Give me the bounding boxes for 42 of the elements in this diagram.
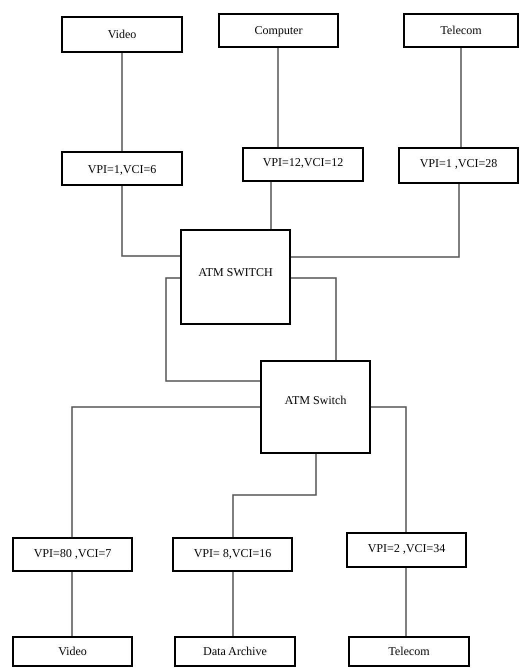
connector-line — [460, 48, 462, 147]
node-label: VPI=80 ,VCI=7 — [32, 546, 112, 561]
node-box — [348, 636, 470, 667]
node-label: Computer — [254, 23, 304, 38]
node-label: VPI= 8,VCI=16 — [192, 546, 272, 561]
node-box — [260, 360, 371, 454]
node-box — [61, 16, 183, 53]
node-box — [403, 13, 519, 48]
connector-line — [291, 277, 337, 360]
node-label: Video — [57, 644, 88, 659]
node-box — [242, 147, 364, 182]
node-label: ATM Switch — [284, 393, 348, 408]
connector-line — [291, 184, 460, 258]
connector-line — [121, 186, 180, 257]
node-box — [346, 532, 467, 568]
node-box — [218, 13, 339, 48]
node-box — [180, 229, 291, 325]
node-box — [12, 636, 133, 667]
connector-line — [165, 277, 260, 382]
node-label: Video — [106, 27, 138, 42]
node-label: Telecom — [439, 23, 483, 38]
node-label: ATM SWITCH — [197, 265, 274, 280]
node-label: VPI=1,VCI=6 — [86, 162, 158, 177]
node-box — [172, 537, 293, 572]
connector-line — [270, 182, 272, 229]
node-box — [398, 147, 519, 184]
node-label: Telecom — [387, 644, 431, 659]
node-label: VPI=1 ,VCI=28 — [418, 156, 498, 171]
node-box — [61, 151, 183, 186]
connector-line — [277, 48, 279, 147]
node-label: VPI=12,VCI=12 — [262, 155, 344, 170]
connector-line — [71, 572, 73, 636]
connector-line — [371, 406, 407, 532]
node-box — [174, 636, 296, 667]
connector-line — [232, 572, 234, 636]
node-box — [12, 537, 133, 572]
node-label: Data Archive — [202, 644, 268, 659]
connector-line — [121, 53, 123, 151]
connector-line — [71, 406, 260, 537]
node-label: VPI=2 ,VCI=34 — [366, 541, 446, 556]
connector-line — [232, 454, 317, 537]
connector-line — [405, 568, 407, 636]
